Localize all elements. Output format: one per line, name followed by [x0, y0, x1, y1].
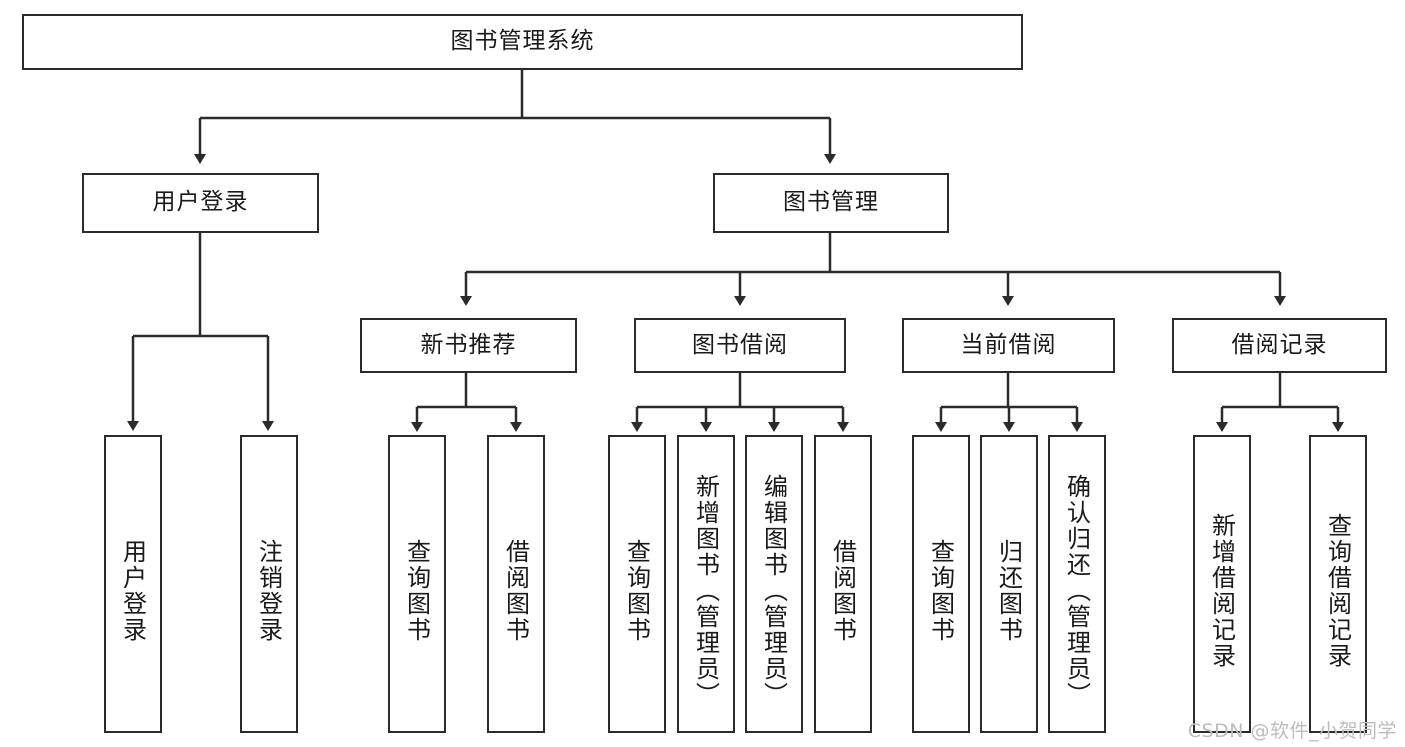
node-new-book-recommend-label: 新书推荐	[420, 331, 517, 358]
leaf-return-book[interactable]: 归还图书	[980, 435, 1038, 733]
leaf-user-login[interactable]: 用户登录	[104, 435, 162, 733]
leaf-confirm-return-label: 确认归还（管理员）	[1062, 474, 1091, 708]
node-root[interactable]: 图书管理系统	[22, 14, 1023, 70]
node-book-management-label: 图书管理	[783, 189, 879, 216]
watermark: CSDN @软件_小贺同学	[1187, 720, 1397, 742]
leaf-query-book-1-label: 查询图书	[402, 539, 431, 643]
node-borrow-record-label: 借阅记录	[1231, 331, 1328, 358]
leaf-logout[interactable]: 注销登录	[240, 435, 298, 733]
leaf-borrow-book-1[interactable]: 借阅图书	[487, 435, 545, 733]
node-book-borrow[interactable]: 图书借阅	[634, 318, 846, 373]
leaf-add-borrow-record[interactable]: 新增借阅记录	[1193, 435, 1251, 733]
node-current-borrow-label: 当前借阅	[960, 331, 1057, 358]
leaf-return-book-label: 归还图书	[994, 539, 1023, 643]
leaf-query-book-2-label: 查询图书	[622, 539, 651, 643]
leaf-user-login-label: 用户登录	[118, 539, 147, 643]
leaf-query-book-1[interactable]: 查询图书	[388, 435, 446, 733]
node-current-borrow[interactable]: 当前借阅	[902, 318, 1115, 373]
leaf-add-book-label: 新增图书（管理员）	[691, 474, 720, 708]
leaf-borrow-book-2[interactable]: 借阅图书	[814, 435, 872, 733]
leaf-edit-book[interactable]: 编辑图书（管理员）	[745, 435, 803, 733]
leaf-borrow-book-2-label: 借阅图书	[828, 539, 857, 643]
leaf-query-borrow-record[interactable]: 查询借阅记录	[1309, 435, 1367, 733]
node-user-login-label: 用户登录	[152, 189, 249, 216]
leaf-edit-book-label: 编辑图书（管理员）	[759, 474, 788, 708]
node-book-management[interactable]: 图书管理	[713, 173, 949, 233]
node-book-borrow-label: 图书借阅	[692, 331, 788, 358]
node-root-label: 图书管理系统	[450, 28, 595, 55]
node-borrow-record[interactable]: 借阅记录	[1172, 318, 1387, 373]
node-new-book-recommend[interactable]: 新书推荐	[360, 318, 577, 373]
leaf-query-book-2[interactable]: 查询图书	[608, 435, 666, 733]
leaf-confirm-return[interactable]: 确认归还（管理员）	[1048, 435, 1106, 733]
leaf-query-book-3-label: 查询图书	[926, 539, 955, 643]
node-user-login[interactable]: 用户登录	[82, 173, 319, 233]
leaf-add-book[interactable]: 新增图书（管理员）	[677, 435, 735, 733]
leaf-logout-label: 注销登录	[254, 539, 283, 643]
leaf-borrow-book-1-label: 借阅图书	[501, 539, 530, 643]
leaf-add-borrow-record-label: 新增借阅记录	[1207, 513, 1236, 669]
leaf-query-book-3[interactable]: 查询图书	[912, 435, 970, 733]
leaf-query-borrow-record-label: 查询借阅记录	[1323, 513, 1352, 669]
